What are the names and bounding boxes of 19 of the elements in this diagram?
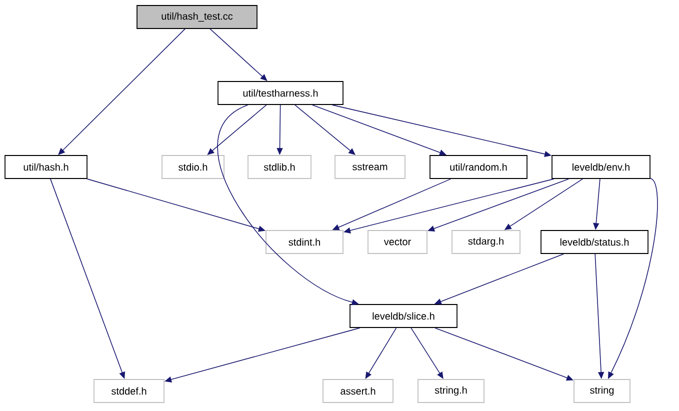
file-box: sstream (334, 155, 406, 179)
file-box: stdint.h (266, 230, 344, 254)
arrow (365, 328, 397, 379)
file-box: util/hash.h (4, 155, 88, 179)
arrow (410, 328, 444, 379)
file-box: stdlib.h (248, 155, 312, 179)
file-box: leveldb/env.h (552, 155, 650, 179)
file-box: leveldb/slice.h (350, 304, 458, 328)
file-box: stddef.h (94, 379, 164, 403)
file-box: string.h (418, 379, 484, 403)
file-box: util/random.h (430, 155, 528, 179)
file-box: vector (368, 230, 428, 254)
file-box: stdio.h (162, 155, 224, 179)
file-box: util/hash_test.cc (136, 5, 258, 29)
file-box: stdarg.h (452, 230, 520, 254)
file-box: string (574, 379, 630, 403)
file-box: assert.h (322, 379, 394, 403)
file-box: util/testharness.h (218, 81, 344, 105)
file-box: leveldb/status.h (540, 230, 648, 254)
